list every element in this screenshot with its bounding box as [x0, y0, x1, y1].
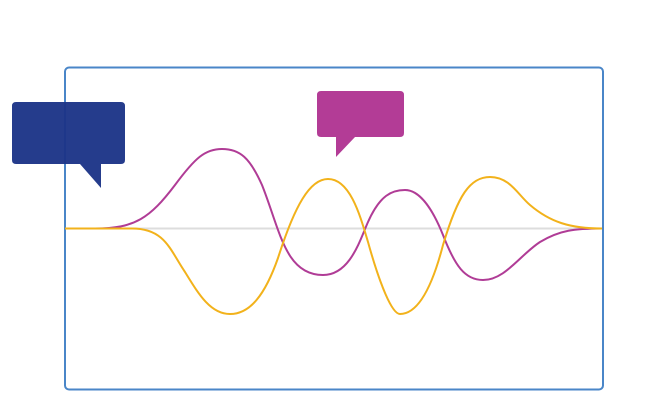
speech-bubble-icon	[12, 102, 125, 188]
speech-bubble-icon	[317, 91, 404, 157]
wave-b	[65, 175, 603, 316]
wave-a	[65, 147, 603, 282]
